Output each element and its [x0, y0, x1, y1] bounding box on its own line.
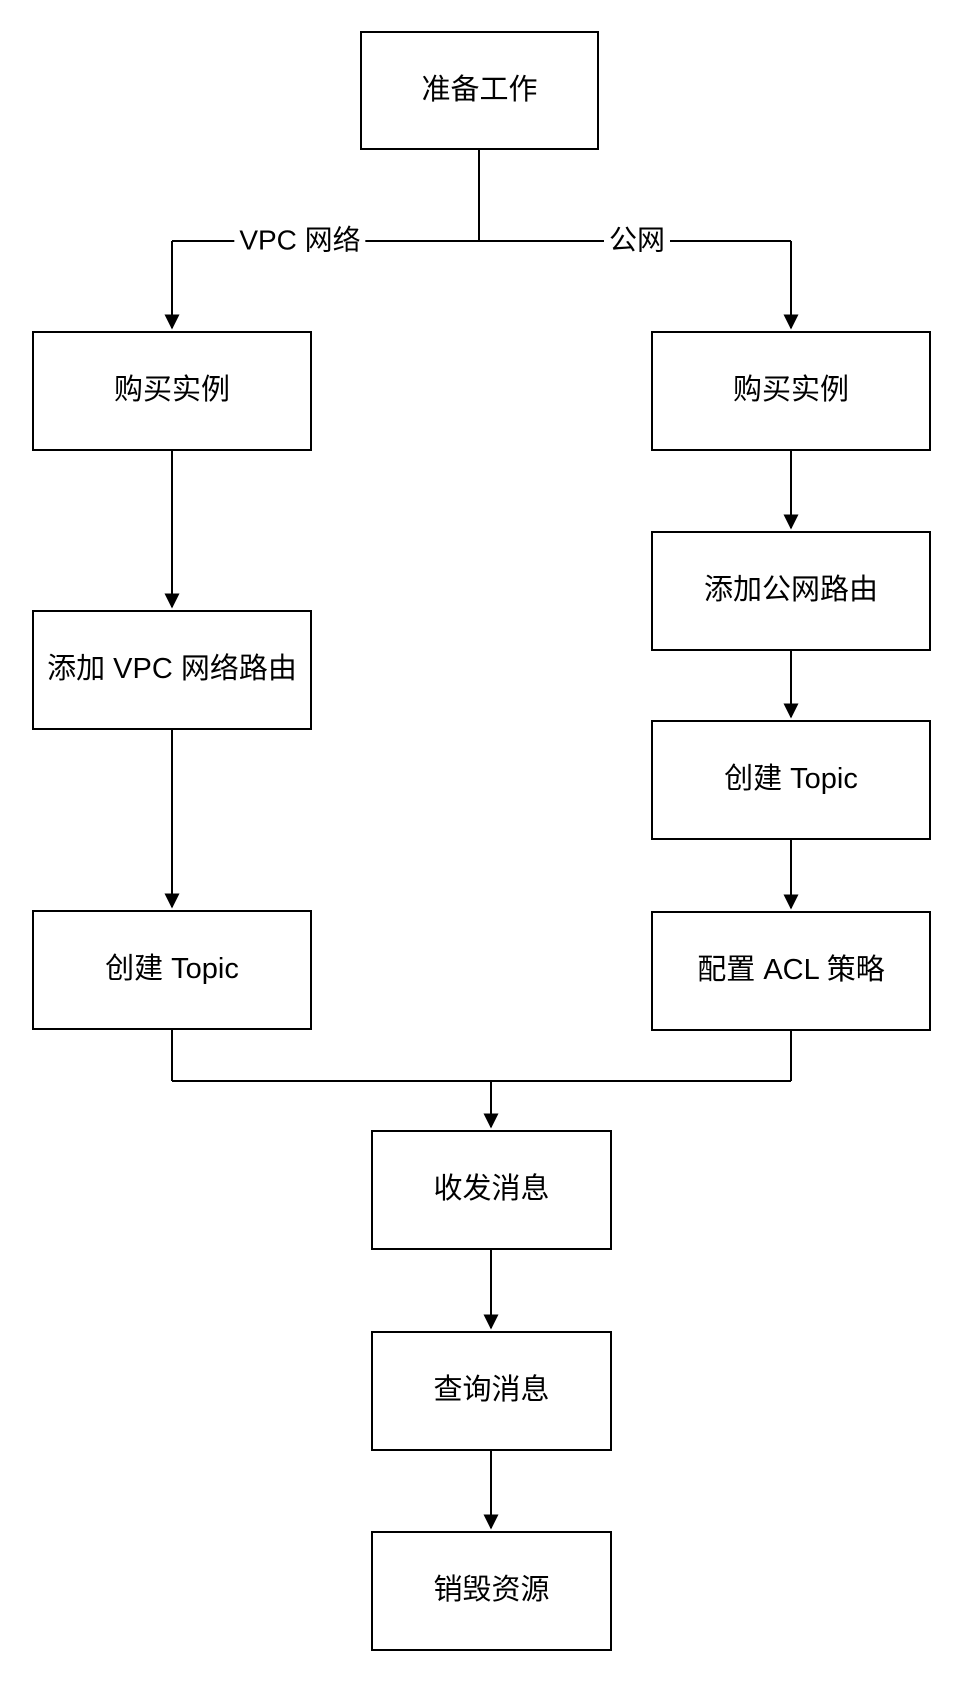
- flow-node-destroy-resources: 销毁资源: [371, 1531, 612, 1651]
- flow-node-prepare: 准备工作: [360, 31, 599, 150]
- branch-label-vpc-network: VPC 网络: [234, 225, 366, 257]
- branch-label-public-network: 公网: [603, 225, 671, 257]
- flow-node-send-receive-messages: 收发消息: [371, 1130, 612, 1250]
- flow-node-vpc-create-topic: 创建 Topic: [32, 910, 312, 1030]
- flow-node-query-messages: 查询消息: [371, 1331, 612, 1451]
- flow-node-public-create-topic: 创建 Topic: [651, 720, 931, 840]
- flow-node-vpc-buy-instance: 购买实例: [32, 331, 312, 451]
- flow-node-add-public-route: 添加公网路由: [651, 531, 931, 651]
- flow-node-public-buy-instance: 购买实例: [651, 331, 931, 451]
- flow-node-configure-acl-policy: 配置 ACL 策略: [651, 911, 931, 1031]
- flow-node-add-vpc-route: 添加 VPC 网络路由: [32, 610, 312, 730]
